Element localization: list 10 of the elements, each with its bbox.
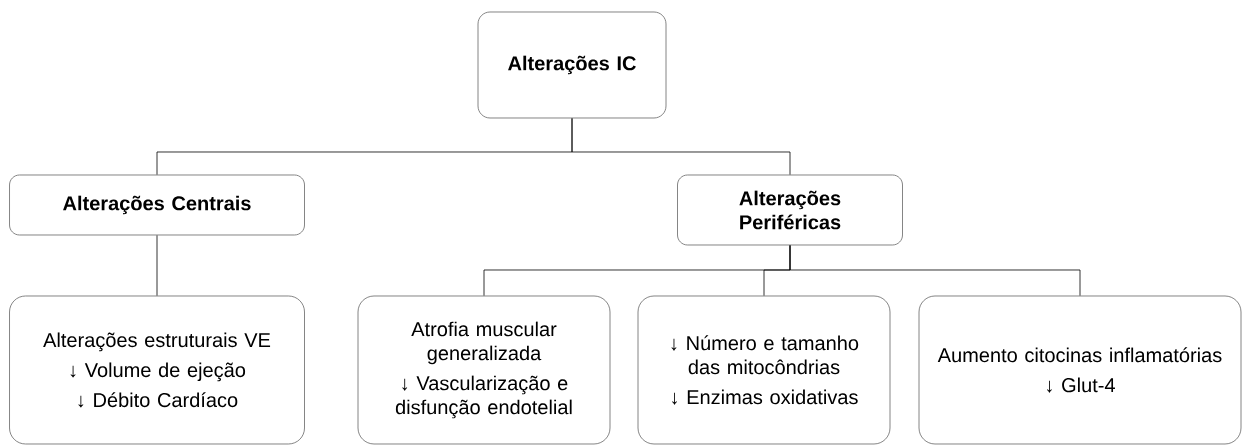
title-box: Alterações IC — [477, 11, 667, 119]
category-box: Alterações Centrais — [9, 174, 305, 236]
content-box: ↓ Número e tamanho das mitocôndrias ↓ Enzimas oxidativas — [637, 295, 891, 445]
connector-line — [156, 235, 158, 296]
category-box: Alterações Periféricas — [677, 174, 903, 246]
content-box: Atrofia muscular generalizada ↓ Vascularização e disfunção endotelial — [357, 295, 611, 445]
content-box: Aumento citocinas inflamatórias ↓ Glut-4 — [918, 295, 1242, 445]
connector-line — [789, 245, 1081, 296]
content-box: Alterações estruturais VE ↓ Volume de ejeção ↓ Débito Cardíaco — [9, 295, 305, 445]
connector-line — [571, 118, 791, 175]
